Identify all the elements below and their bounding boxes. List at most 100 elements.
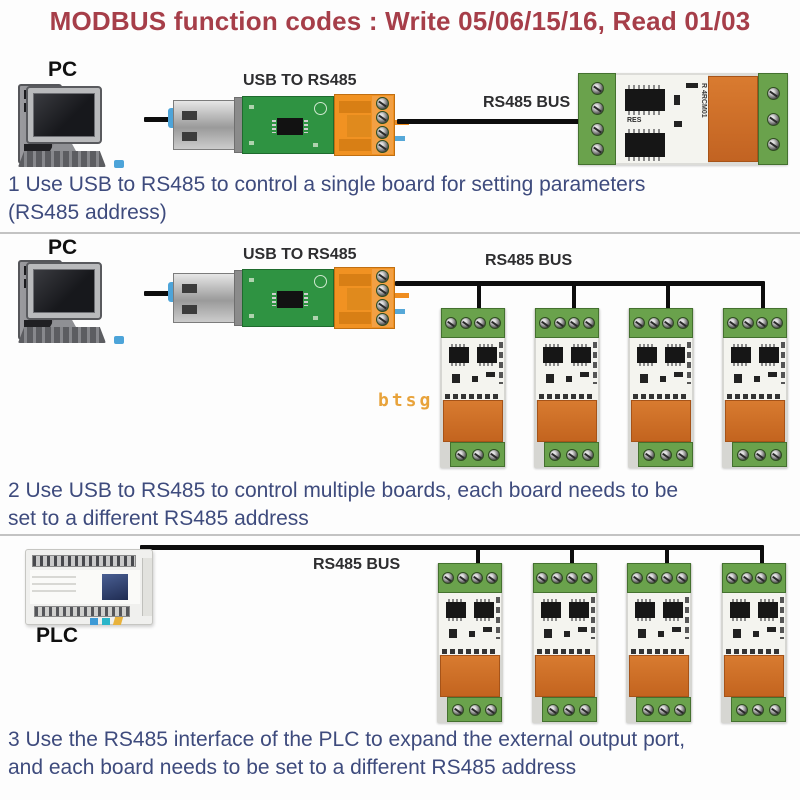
adapter-terminal-block	[334, 267, 395, 329]
adapter-ic-chip	[272, 291, 308, 308]
board-terminal-bottom	[447, 697, 502, 722]
screw	[737, 448, 750, 461]
screw	[736, 703, 749, 716]
screw	[456, 572, 469, 584]
section-divider	[0, 232, 800, 234]
rs485-bus-line	[397, 119, 580, 124]
screw	[766, 112, 780, 126]
relay-module	[440, 655, 500, 697]
screw	[725, 572, 738, 584]
caption-1: 1 Use USB to RS485 to control a single b…	[8, 171, 645, 227]
screw	[768, 703, 781, 716]
wire-stub-blue	[395, 136, 405, 141]
relay-module	[443, 400, 503, 442]
board-pcb	[536, 338, 598, 400]
usb-plug-hole	[182, 132, 197, 141]
rs485-bus-label: RS485 BUS	[485, 252, 573, 269]
bus-drop-line	[760, 548, 764, 566]
board-terminal-bottom	[544, 442, 599, 467]
usb-adapter-graphic	[173, 267, 409, 329]
pcb-silkscreen-text	[727, 394, 781, 399]
screw	[444, 317, 457, 329]
usb-connector-mark	[114, 160, 124, 168]
screw	[581, 448, 594, 461]
ic-chip	[635, 599, 656, 621]
ic-chip	[449, 344, 469, 366]
section-divider	[0, 534, 800, 536]
board-terminal-bottom	[636, 697, 692, 722]
screw	[376, 312, 389, 326]
screw	[726, 317, 739, 329]
screw	[441, 572, 454, 584]
screw	[376, 270, 389, 284]
board-terminal-right	[758, 73, 788, 165]
ic-chip	[571, 344, 591, 366]
plc-label: PLC	[36, 624, 78, 647]
screw	[766, 138, 780, 152]
board-terminal-bottom	[541, 697, 597, 722]
plc-graphic	[25, 549, 153, 625]
screw	[590, 102, 604, 116]
pc-label: PC	[48, 236, 78, 259]
usb-adapter-graphic	[173, 94, 409, 156]
pcb-logo-circle	[314, 275, 327, 288]
screw	[583, 317, 596, 329]
tower-bay	[24, 144, 52, 155]
usb-metal-plug	[173, 273, 235, 323]
usb-plug-hole	[182, 305, 197, 314]
ic-chip	[757, 599, 778, 621]
plc-connector-yellow	[112, 617, 124, 625]
screw	[489, 317, 502, 329]
relay-board-row	[440, 308, 788, 468]
pcb-silkscreen-text	[725, 649, 780, 654]
ic-chip	[543, 344, 563, 366]
board-pcb	[533, 593, 596, 655]
ic-chip	[665, 344, 685, 366]
cable-line	[144, 291, 178, 296]
caption-line: 3 Use the RS485 interface of the PLC to …	[8, 728, 686, 751]
caption-line: and each board needs to be set to a diff…	[8, 756, 577, 779]
screw	[579, 703, 592, 716]
screw	[677, 317, 690, 329]
plc-connector-blue	[90, 618, 98, 625]
board-pcb	[724, 338, 786, 400]
pc-keyboard	[18, 151, 106, 167]
board-terminal-top	[723, 308, 787, 338]
screw	[452, 703, 465, 716]
plc-connector-cyan	[102, 618, 110, 625]
ic-chip	[637, 344, 657, 366]
screw	[549, 448, 562, 461]
screw	[376, 284, 389, 298]
screw	[590, 122, 604, 136]
screw	[484, 703, 497, 716]
usb-adapter-label: USB TO RS485	[243, 246, 357, 263]
pcb-silkscreen-text	[539, 394, 593, 399]
ic-chip	[731, 344, 751, 366]
ic-chip	[625, 85, 665, 115]
bus-drop-line	[665, 548, 669, 566]
ic-chip	[729, 599, 750, 621]
cable-line	[144, 117, 178, 122]
wire-stub-orange	[395, 293, 409, 298]
caption-line: 2 Use USB to RS485 to control multiple b…	[8, 479, 679, 502]
relay-board	[722, 308, 788, 468]
bus-drop-line	[477, 284, 481, 311]
screw	[752, 703, 765, 716]
screw	[590, 81, 604, 95]
ic-chip	[663, 599, 684, 621]
board-terminal-bottom	[638, 442, 693, 467]
screw	[376, 97, 389, 111]
relay-module	[534, 655, 595, 697]
ic-chip	[759, 344, 779, 366]
pcb-model-marking: R 4RCM01	[700, 83, 707, 118]
bus-drop-line	[476, 548, 480, 566]
relay-board	[440, 308, 506, 468]
relay-module	[629, 655, 690, 697]
ic-chip	[446, 599, 466, 621]
terminal-screw-column	[372, 269, 393, 327]
screw	[486, 572, 499, 584]
board-pcb: RES R 4RCM01	[616, 75, 708, 163]
relay-module	[725, 400, 785, 442]
board-terminal-top	[627, 563, 692, 593]
screw	[538, 317, 551, 329]
